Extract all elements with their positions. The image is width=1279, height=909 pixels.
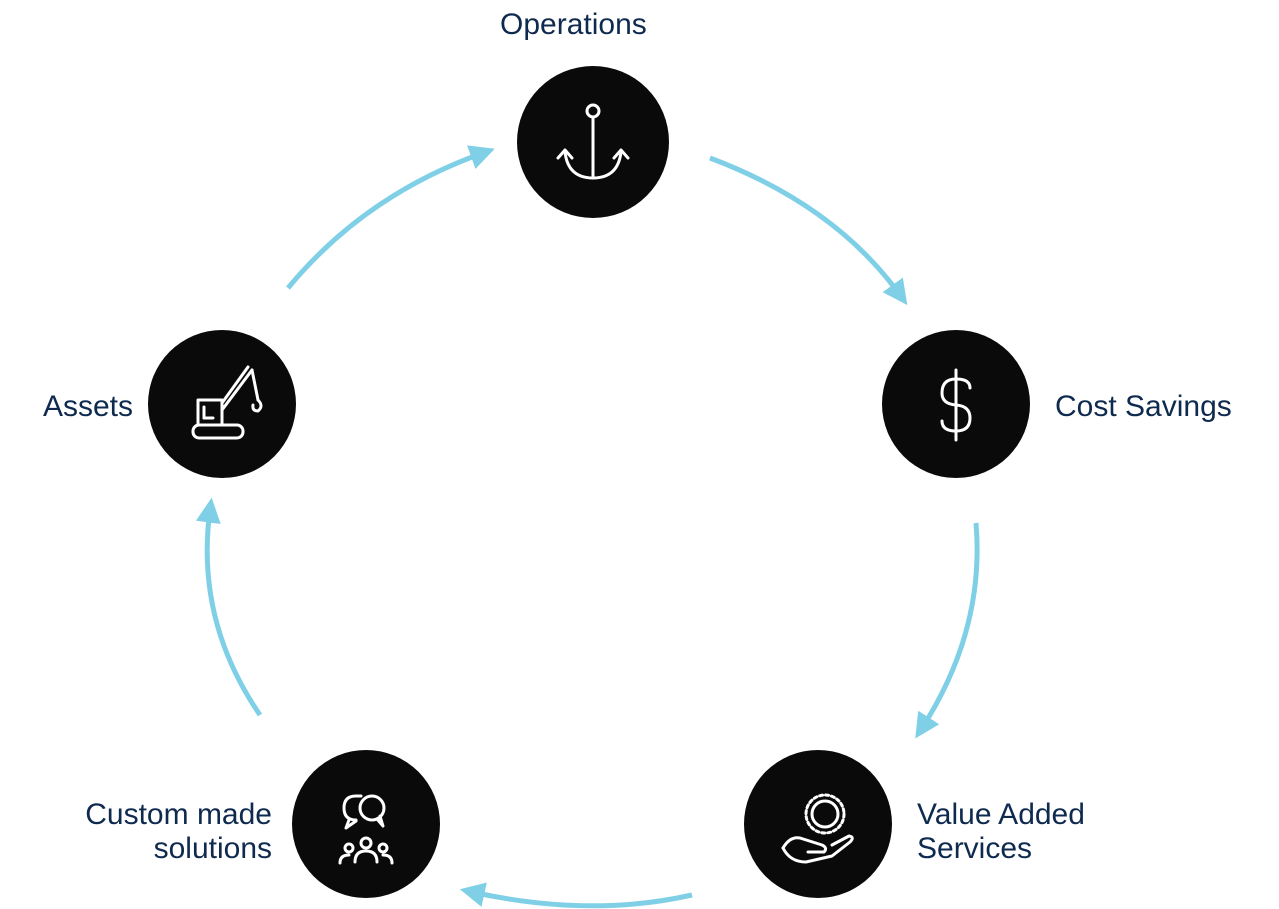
arrow-value-added-services-to-custom-made-solutions [459,882,693,909]
node-value-added-services [744,750,892,898]
label-assets: Assets [42,390,133,423]
crane-icon [191,365,263,440]
label-custom-made-solutions-line1: Custom made [85,798,272,831]
arrow-custom-made-solutions-to-assets [195,497,263,717]
team-chat-icon [338,794,394,865]
label-value-added-services: Value Added Services [917,798,1085,866]
label-custom-made-solutions-line2: solutions [153,832,272,865]
node-assets [148,330,296,478]
dollar-icon [940,368,972,442]
label-operations: Operations [500,8,647,41]
label-cost-savings: Cost Savings [1055,390,1232,423]
node-operations [517,66,669,218]
label-value-added-services-line2: Services [917,832,1033,865]
arrow-operations-to-cost-savings [709,155,908,306]
arrow-cost-savings-to-value-added-services [915,522,980,739]
hand-gear-icon [781,793,854,864]
node-cost-savings [882,330,1030,478]
label-custom-made-solutions: Custom made solutions [85,798,272,866]
arrow-assets-to-operations [286,145,495,290]
anchor-icon [556,103,630,180]
node-custom-made-solutions [292,750,440,898]
label-value-added-services-line1: Value Added [917,798,1085,831]
